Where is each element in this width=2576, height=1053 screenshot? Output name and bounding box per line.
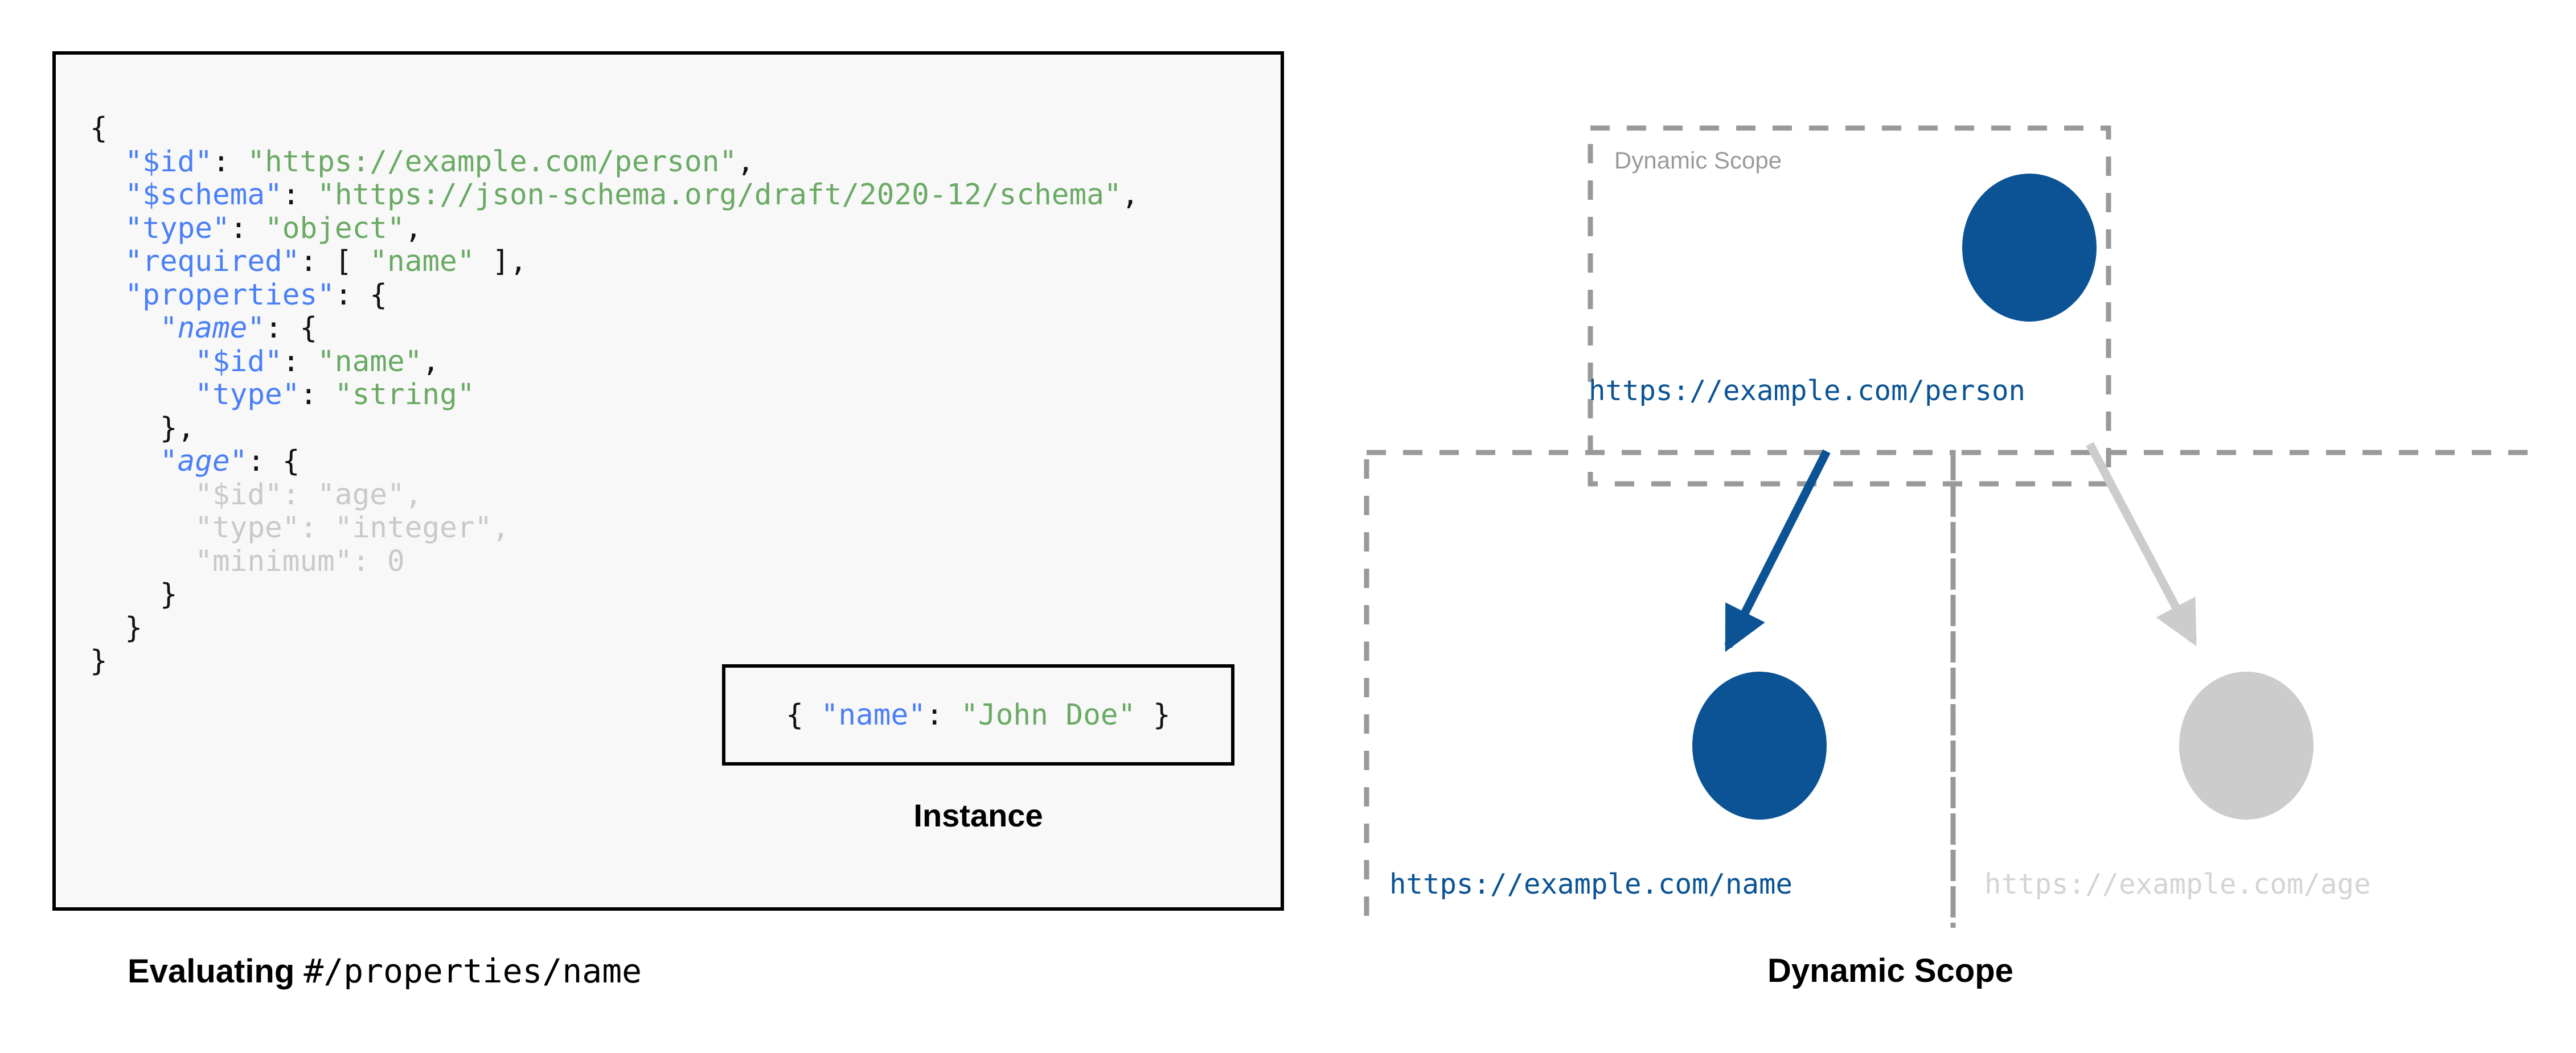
code-line: "$id": "age", bbox=[90, 478, 422, 512]
code-token: "properties" bbox=[125, 278, 335, 312]
caption-mono-part: #/properties/name bbox=[303, 952, 642, 990]
right-figure-caption: Dynamic Scope bbox=[1767, 952, 2013, 989]
code-line: "type": "string" bbox=[90, 378, 475, 412]
caption-bold-part: Evaluating bbox=[128, 953, 304, 990]
code-token: : bbox=[282, 478, 318, 512]
node-person[interactable] bbox=[1962, 174, 2097, 322]
code-line: "$schema": "https://json-schema.org/draf… bbox=[90, 178, 1139, 212]
code-token: "object" bbox=[265, 211, 405, 245]
scope-box-age bbox=[1950, 450, 2540, 928]
code-line: "name": { bbox=[90, 311, 317, 345]
code-token: "age" bbox=[159, 445, 248, 478]
code-token: "https://example.com/person" bbox=[247, 145, 737, 179]
code-token: "name" bbox=[317, 344, 423, 379]
code-line: "properties": { bbox=[90, 278, 387, 312]
code-token: "$id" bbox=[125, 145, 212, 179]
code-token: { bbox=[90, 112, 108, 145]
dynamic-scope-diagram: Dynamic Scope https://example.com/person… bbox=[1355, 102, 2551, 928]
node-label-age: https://example.com/age bbox=[1984, 868, 2371, 900]
code-token: , bbox=[422, 344, 440, 379]
code-line: } bbox=[90, 644, 108, 678]
code-token: : { bbox=[247, 445, 300, 478]
code-line: "required": [ "name" ], bbox=[90, 245, 527, 278]
instance-token: "name" bbox=[821, 698, 926, 732]
code-token: , bbox=[492, 511, 510, 545]
json-schema-code-panel: { "$id": "https://example.com/person", "… bbox=[52, 51, 1284, 911]
instance-label: Instance bbox=[913, 797, 1043, 833]
code-token: "minimum" bbox=[195, 544, 352, 578]
instance-token: { bbox=[786, 698, 821, 732]
code-line: "type": "object", bbox=[90, 212, 422, 245]
code-line: "minimum": 0 bbox=[90, 544, 405, 578]
code-line: "$id": "https://example.com/person", bbox=[90, 145, 754, 179]
code-token: }, bbox=[159, 411, 195, 445]
code-token: "type" bbox=[195, 511, 300, 545]
code-token: "type" bbox=[195, 378, 300, 412]
code-token: "$id" bbox=[195, 478, 282, 512]
code-token: , bbox=[1121, 178, 1139, 212]
diagram-edges bbox=[1724, 442, 2197, 652]
code-token: : bbox=[282, 178, 318, 212]
node-label-person: https://example.com/person bbox=[1589, 375, 2026, 407]
code-token: "$schema" bbox=[125, 178, 282, 212]
instance-box: { "name": "John Doe" } bbox=[722, 664, 1234, 766]
code-line: "type": "integer", bbox=[90, 511, 510, 545]
code-token: , bbox=[737, 145, 754, 179]
code-token: : [ bbox=[300, 245, 370, 278]
json-schema-code: { "$id": "https://example.com/person", "… bbox=[90, 112, 1139, 678]
edge-person-to-age bbox=[2086, 442, 2197, 647]
code-token: : bbox=[212, 145, 248, 179]
code-token: "type" bbox=[125, 211, 230, 245]
code-line: "$id": "name", bbox=[90, 345, 440, 379]
code-token: "integer" bbox=[334, 511, 493, 545]
instance-token: : bbox=[925, 698, 961, 732]
node-label-name: https://example.com/name bbox=[1389, 868, 1793, 900]
code-token: : bbox=[300, 511, 335, 545]
code-token: "string" bbox=[334, 378, 475, 412]
code-token: : bbox=[282, 344, 318, 379]
scope-boxes bbox=[1364, 125, 2540, 928]
code-token: } bbox=[125, 611, 143, 645]
code-line: { bbox=[90, 112, 108, 145]
code-token: "https://json-schema.org/draft/2020-12/s… bbox=[317, 178, 1122, 212]
code-token: 0 bbox=[387, 544, 405, 578]
code-token: : bbox=[300, 378, 335, 412]
code-token: "age" bbox=[317, 478, 405, 512]
scope-box-name bbox=[1364, 450, 1956, 928]
instance-token: "John Doe" bbox=[961, 698, 1136, 732]
code-line: } bbox=[90, 611, 142, 645]
code-line: }, bbox=[90, 412, 195, 445]
code-token: , bbox=[404, 478, 423, 512]
code-token: } bbox=[90, 644, 108, 678]
instance-token: } bbox=[1135, 698, 1171, 732]
instance-json: { "name": "John Doe" } bbox=[786, 698, 1171, 732]
code-token: "name" bbox=[370, 245, 475, 278]
code-token: "name" bbox=[159, 311, 265, 345]
code-token: : { bbox=[334, 278, 388, 312]
node-age[interactable] bbox=[2179, 672, 2314, 820]
code-line: "age": { bbox=[90, 445, 300, 478]
scope-box-person bbox=[1588, 125, 2111, 487]
code-token: "required" bbox=[125, 245, 300, 278]
edge-person-to-name bbox=[1724, 449, 1831, 652]
left-figure-caption: Evaluating #/properties/name bbox=[128, 952, 642, 990]
diagram-svg bbox=[1364, 125, 2540, 928]
code-token: : { bbox=[265, 311, 318, 345]
code-token: : bbox=[352, 544, 387, 578]
code-token: ], bbox=[474, 245, 527, 278]
code-line: } bbox=[90, 578, 178, 611]
code-token: , bbox=[404, 211, 423, 245]
diagram-nodes bbox=[1692, 174, 2314, 820]
code-token: } bbox=[159, 578, 178, 611]
dynamic-scope-inline-label: Dynamic Scope bbox=[1614, 147, 1782, 174]
code-token: "$id" bbox=[195, 344, 282, 379]
code-token: : bbox=[229, 211, 265, 245]
node-name[interactable] bbox=[1692, 672, 1827, 820]
